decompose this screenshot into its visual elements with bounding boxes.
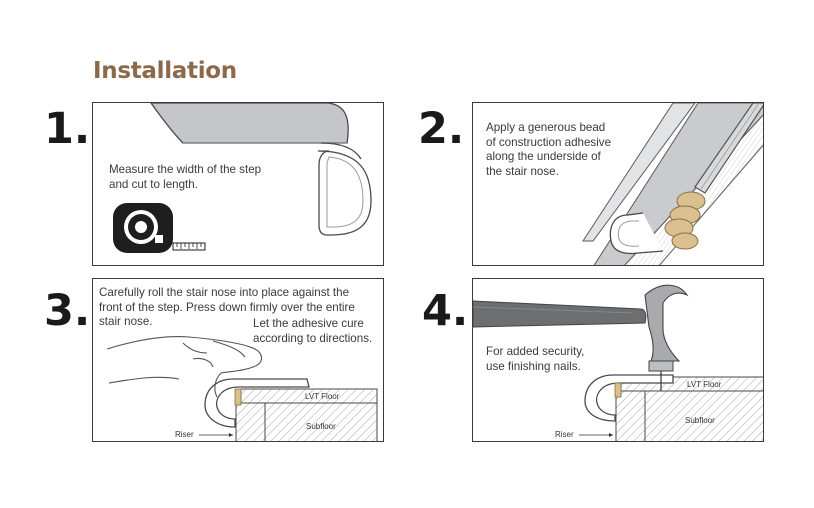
floor-label: LVT Floor [305,392,340,401]
step-3-note-line: Let the adhesive cure [253,317,364,330]
step-3-text: Carefully roll the stair nose into place… [99,286,355,330]
step-2-number: 2. [418,104,465,154]
step-4-line: For added security, [486,345,585,358]
step-1-line: and cut to length. [109,177,198,191]
step-2-line: the stair nose. [486,164,559,178]
step-2-text: Apply a generous bead of construction ad… [486,121,611,179]
riser-label: Riser [555,430,574,439]
subfloor-label: Subfloor [306,422,336,431]
step-1-text: Measure the width of the step and cut to… [109,163,261,192]
adhesive-illustration [582,103,763,265]
step-3-note: Let the adhesive cure according to direc… [253,317,372,346]
step-4-line: use finishing nails. [486,359,581,373]
tape-measure-icon [113,203,206,253]
step-4-text: For added security, use finishing nails. [486,345,584,374]
step-3-line: front of the step. Press down firmly ove… [99,300,355,314]
floor-label: LVT Floor [687,380,722,389]
subfloor-label: Subfloor [685,416,715,425]
caulk-nozzle-icon [694,103,763,194]
step-2-panel: Apply a generous bead of construction ad… [472,102,764,266]
page-title: Installation [93,58,237,84]
hammer-icon [473,284,689,372]
hand-icon [106,336,263,398]
nailing-illustration [473,284,763,441]
step-3-note-line: according to directions. [253,331,373,345]
step-2-line: along the underside of [486,150,601,164]
step-3-line: Carefully roll the stair nose into place… [99,286,350,299]
step-3-panel: Carefully roll the stair nose into place… [92,278,384,442]
step-3-number: 3. [44,286,91,336]
step-2-line: Apply a generous bead [486,121,606,134]
riser-label: Riser [175,430,194,439]
step-4-number: 4. [422,286,469,336]
step-4-panel: For added security, use finishing nails.… [472,278,764,442]
step-2-line: of construction adhesive [486,135,612,149]
step-1-line: Measure the width of the step [109,163,262,176]
roll-into-place-illustration [106,336,378,441]
step-3-line: stair nose. [99,315,153,329]
stair-nose-illustration [113,103,372,253]
step-1-panel: Measure the width of the step and cut to… [92,102,384,266]
step-1-number: 1. [44,104,91,154]
